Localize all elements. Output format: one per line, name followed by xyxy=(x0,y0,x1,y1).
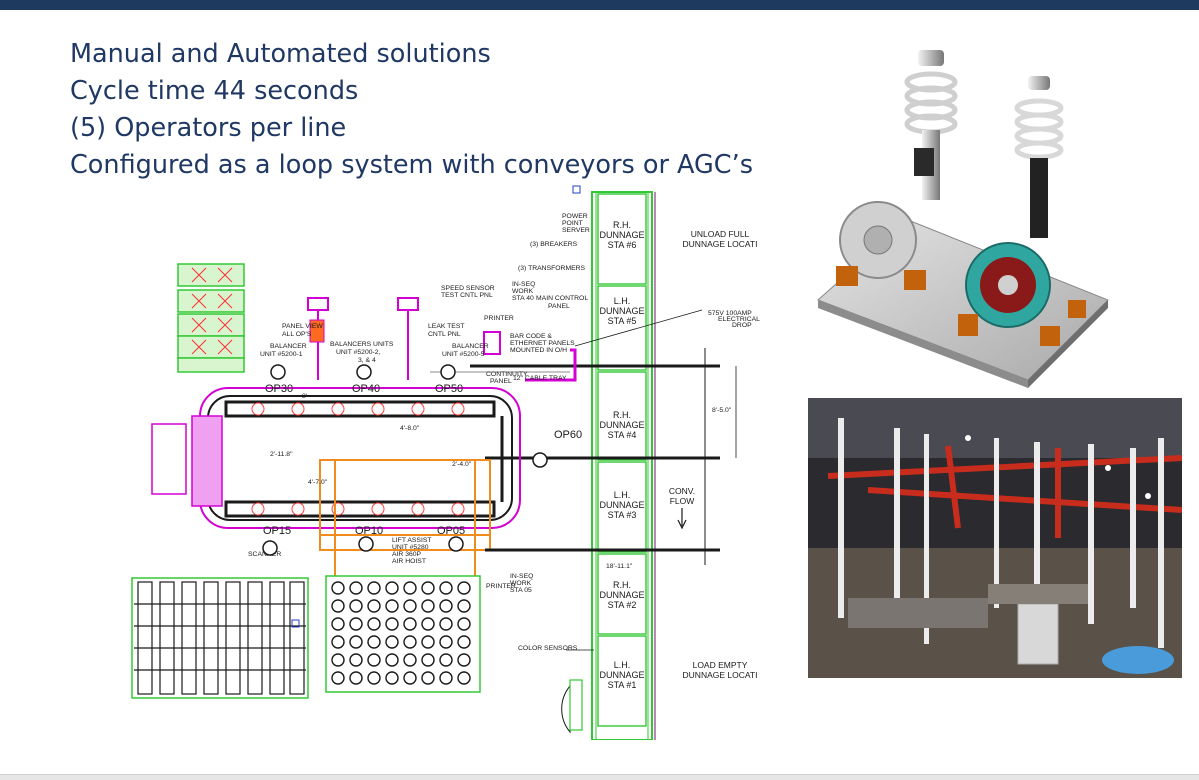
station-label: DUNNAGE xyxy=(599,590,644,600)
station-label: DUNNAGE xyxy=(599,670,644,680)
bullet-list: Manual and Automated solutions Cycle tim… xyxy=(70,38,790,186)
balancer-units-label: BALANCERS UNITS xyxy=(330,341,394,348)
balancer-label: UNIT #5200-1 xyxy=(260,351,303,358)
main-control-label: MAIN CONTROL xyxy=(536,295,588,302)
transformers-label: (3) TRANSFORMERS xyxy=(518,265,586,272)
leak-test-label: LEAK TEST xyxy=(428,323,465,330)
dimension-label: 2'-4.0" xyxy=(452,461,472,468)
station-label: STA #3 xyxy=(608,510,637,520)
op-label: OP10 xyxy=(355,525,383,537)
conv-flow-label: FLOW xyxy=(670,496,695,506)
cable-tray-label: 12" CABLE TRAY xyxy=(513,375,567,382)
op-label: OP60 xyxy=(554,429,582,441)
conv-flow-label: CONV. xyxy=(669,486,695,496)
in-seq-label: STA 40 xyxy=(512,295,534,302)
in-seq-label: WORK xyxy=(512,288,534,295)
speed-sensor-label: TEST CNTL PNL xyxy=(441,292,493,299)
station-label: L.H. xyxy=(614,296,631,306)
balancer-units-label: UNIT #5200-2, xyxy=(336,349,381,356)
header-bar xyxy=(0,0,1199,10)
panel-view-label: ALL OP'S xyxy=(282,331,312,338)
bullet-item: (5) Operators per line xyxy=(70,113,347,143)
strut-fixture-render xyxy=(817,50,1109,388)
station-label: STA #5 xyxy=(608,316,637,326)
balancer-label: BALANCER xyxy=(270,343,307,350)
in-seq-label: IN-SEQ xyxy=(512,281,535,288)
balancer-label: BALANCER xyxy=(452,343,489,350)
color-sensors-label: COLOR SENSORS xyxy=(518,645,578,652)
bullet-item: Configured as a loop system with conveyo… xyxy=(70,150,753,180)
station-label: DUNNAGE xyxy=(599,306,644,316)
dunnage-conveyor xyxy=(591,191,656,740)
part-rack-left xyxy=(131,577,309,699)
panel-view-label: PANEL VIEW xyxy=(282,323,323,330)
bar-code-label: MOUNTED IN O/H xyxy=(510,347,567,354)
left-racks xyxy=(177,263,245,373)
op-label: OP30 xyxy=(265,383,293,395)
assembly-line-photo xyxy=(808,398,1182,678)
continuity-label: PANEL xyxy=(490,378,512,385)
electrical-label: DROP xyxy=(732,322,752,329)
station-label: DUNNAGE xyxy=(599,230,644,240)
bar-code-label: BAR CODE & xyxy=(510,333,552,340)
continuity-label: CONTINUITY xyxy=(486,371,528,378)
station-label: L.H. xyxy=(614,660,631,670)
station-label: R.H. xyxy=(613,410,631,420)
printer-label: PRINTER xyxy=(484,315,514,322)
main-control-label: PANEL xyxy=(548,303,570,310)
dimension-label: 18'-11.1" xyxy=(606,563,633,570)
lift-assist-label: AIR HOIST xyxy=(392,558,426,565)
dimension-label: 8'-5.0" xyxy=(712,407,732,414)
dimension-label: 2'-11.8" xyxy=(270,451,293,458)
part-rack-right xyxy=(325,575,481,693)
station-label: R.H. xyxy=(613,220,631,230)
unload-label: DUNNAGE LOCATI xyxy=(683,239,758,249)
in-seq-label: IN-SEQ xyxy=(510,573,533,580)
lift-assist-label: LIFT ASSIST xyxy=(392,537,432,544)
op-label: OP15 xyxy=(263,525,291,537)
floor-layout-drawing: R.H. DUNNAGE STA #6 L.H. DUNNAGE STA #5 … xyxy=(131,185,760,740)
station-label: STA #1 xyxy=(608,680,637,690)
breakers-label: (3) BREAKERS xyxy=(530,241,578,248)
dimension-label: 4'-7.0" xyxy=(308,479,328,486)
power-point-label: SERVER xyxy=(562,227,590,234)
printer-label: PRINTER xyxy=(486,583,516,590)
bar-code-label: ETHERNET PANELS xyxy=(510,340,575,347)
dimension-label: 4'-8.0" xyxy=(400,425,420,432)
unload-label: UNLOAD FULL xyxy=(691,229,750,239)
in-seq-label: WORK xyxy=(510,580,532,587)
scanner-label: SCANNER xyxy=(248,551,281,558)
station-label: R.H. xyxy=(613,580,631,590)
speed-sensor-label: SPEED SENSOR xyxy=(441,285,495,292)
op-label: OP05 xyxy=(437,525,465,537)
in-seq-label: STA 05 xyxy=(510,587,532,594)
bullet-item: Manual and Automated solutions xyxy=(70,39,491,69)
dimension-label: 8' xyxy=(302,393,307,400)
power-point-label: POWER xyxy=(562,213,588,220)
op-label: OP40 xyxy=(352,383,380,395)
station-label: DUNNAGE xyxy=(599,420,644,430)
station-label: DUNNAGE xyxy=(599,500,644,510)
assembly-loop xyxy=(151,387,521,529)
load-label: LOAD EMPTY xyxy=(693,660,748,670)
station-label: STA #2 xyxy=(608,600,637,610)
footer-rule xyxy=(0,774,1199,780)
balancer-label: UNIT #5200-5 xyxy=(442,351,485,358)
lift-assist-label: AIR 360P xyxy=(392,551,422,558)
station-label: L.H. xyxy=(614,490,631,500)
load-label: DUNNAGE LOCATI xyxy=(683,670,758,680)
op-label: OP50 xyxy=(435,383,463,395)
station-label: STA #6 xyxy=(608,240,637,250)
bullet-item: Cycle time 44 seconds xyxy=(70,76,359,106)
electrical-label: ELECTRICAL xyxy=(718,316,760,323)
balancer-units-label: 3, & 4 xyxy=(358,357,376,364)
station-label: STA #4 xyxy=(608,430,637,440)
leak-test-label: CNTL PNL xyxy=(428,331,461,338)
lift-assist-label: UNIT #5280 xyxy=(392,544,429,551)
electrical-label: 575V 100AMP xyxy=(708,310,752,317)
power-point-label: POINT xyxy=(562,220,583,227)
